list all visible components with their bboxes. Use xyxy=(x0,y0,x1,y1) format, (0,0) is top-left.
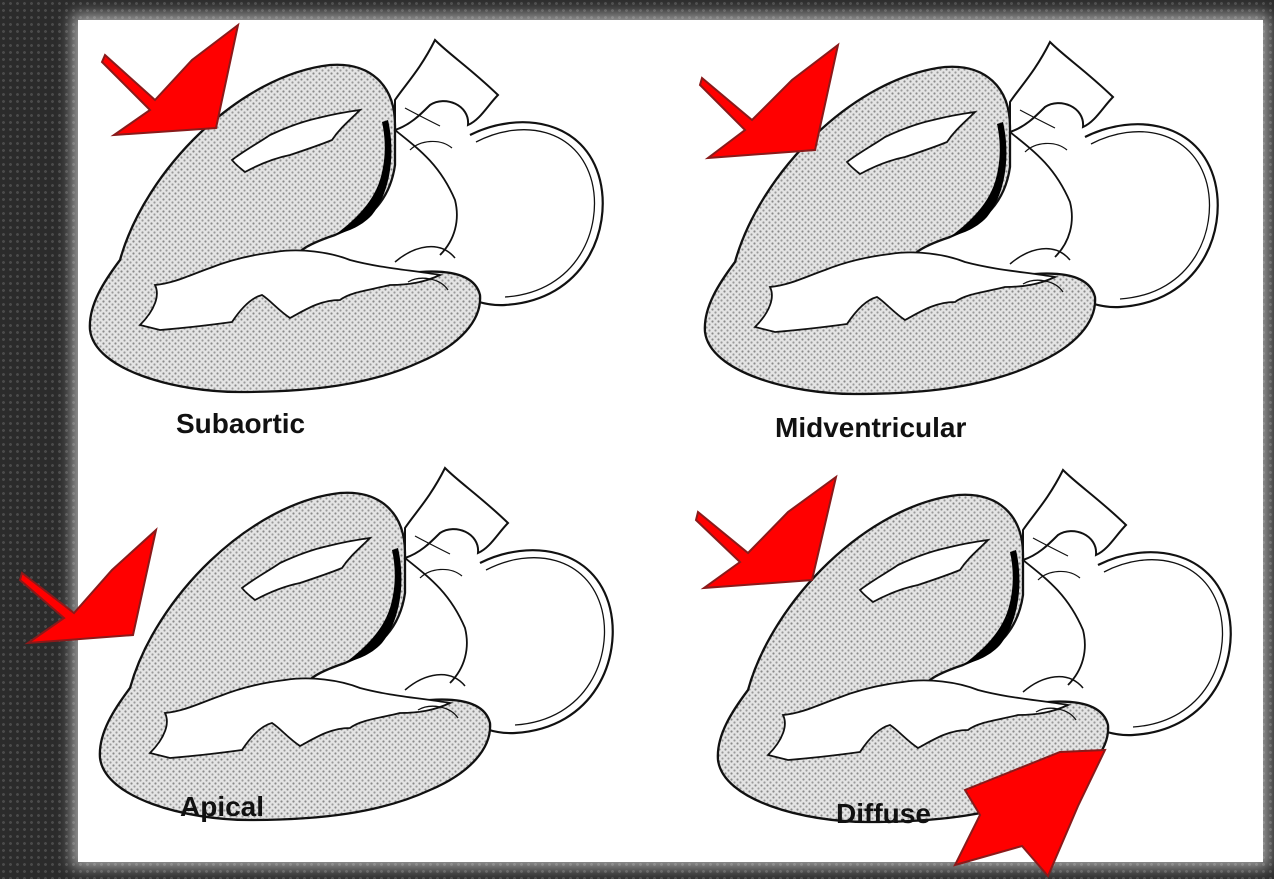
label-subaortic: Subaortic xyxy=(176,410,305,438)
label-diffuse: Diffuse xyxy=(836,800,931,828)
arrow-icon xyxy=(700,45,838,158)
arrow-icon xyxy=(696,477,836,588)
arrow-icon xyxy=(20,530,156,643)
arrow-icon xyxy=(102,25,238,135)
label-apical: Apical xyxy=(180,793,264,821)
label-midventricular: Midventricular xyxy=(775,414,966,442)
heart-diagram-apical xyxy=(100,468,613,820)
